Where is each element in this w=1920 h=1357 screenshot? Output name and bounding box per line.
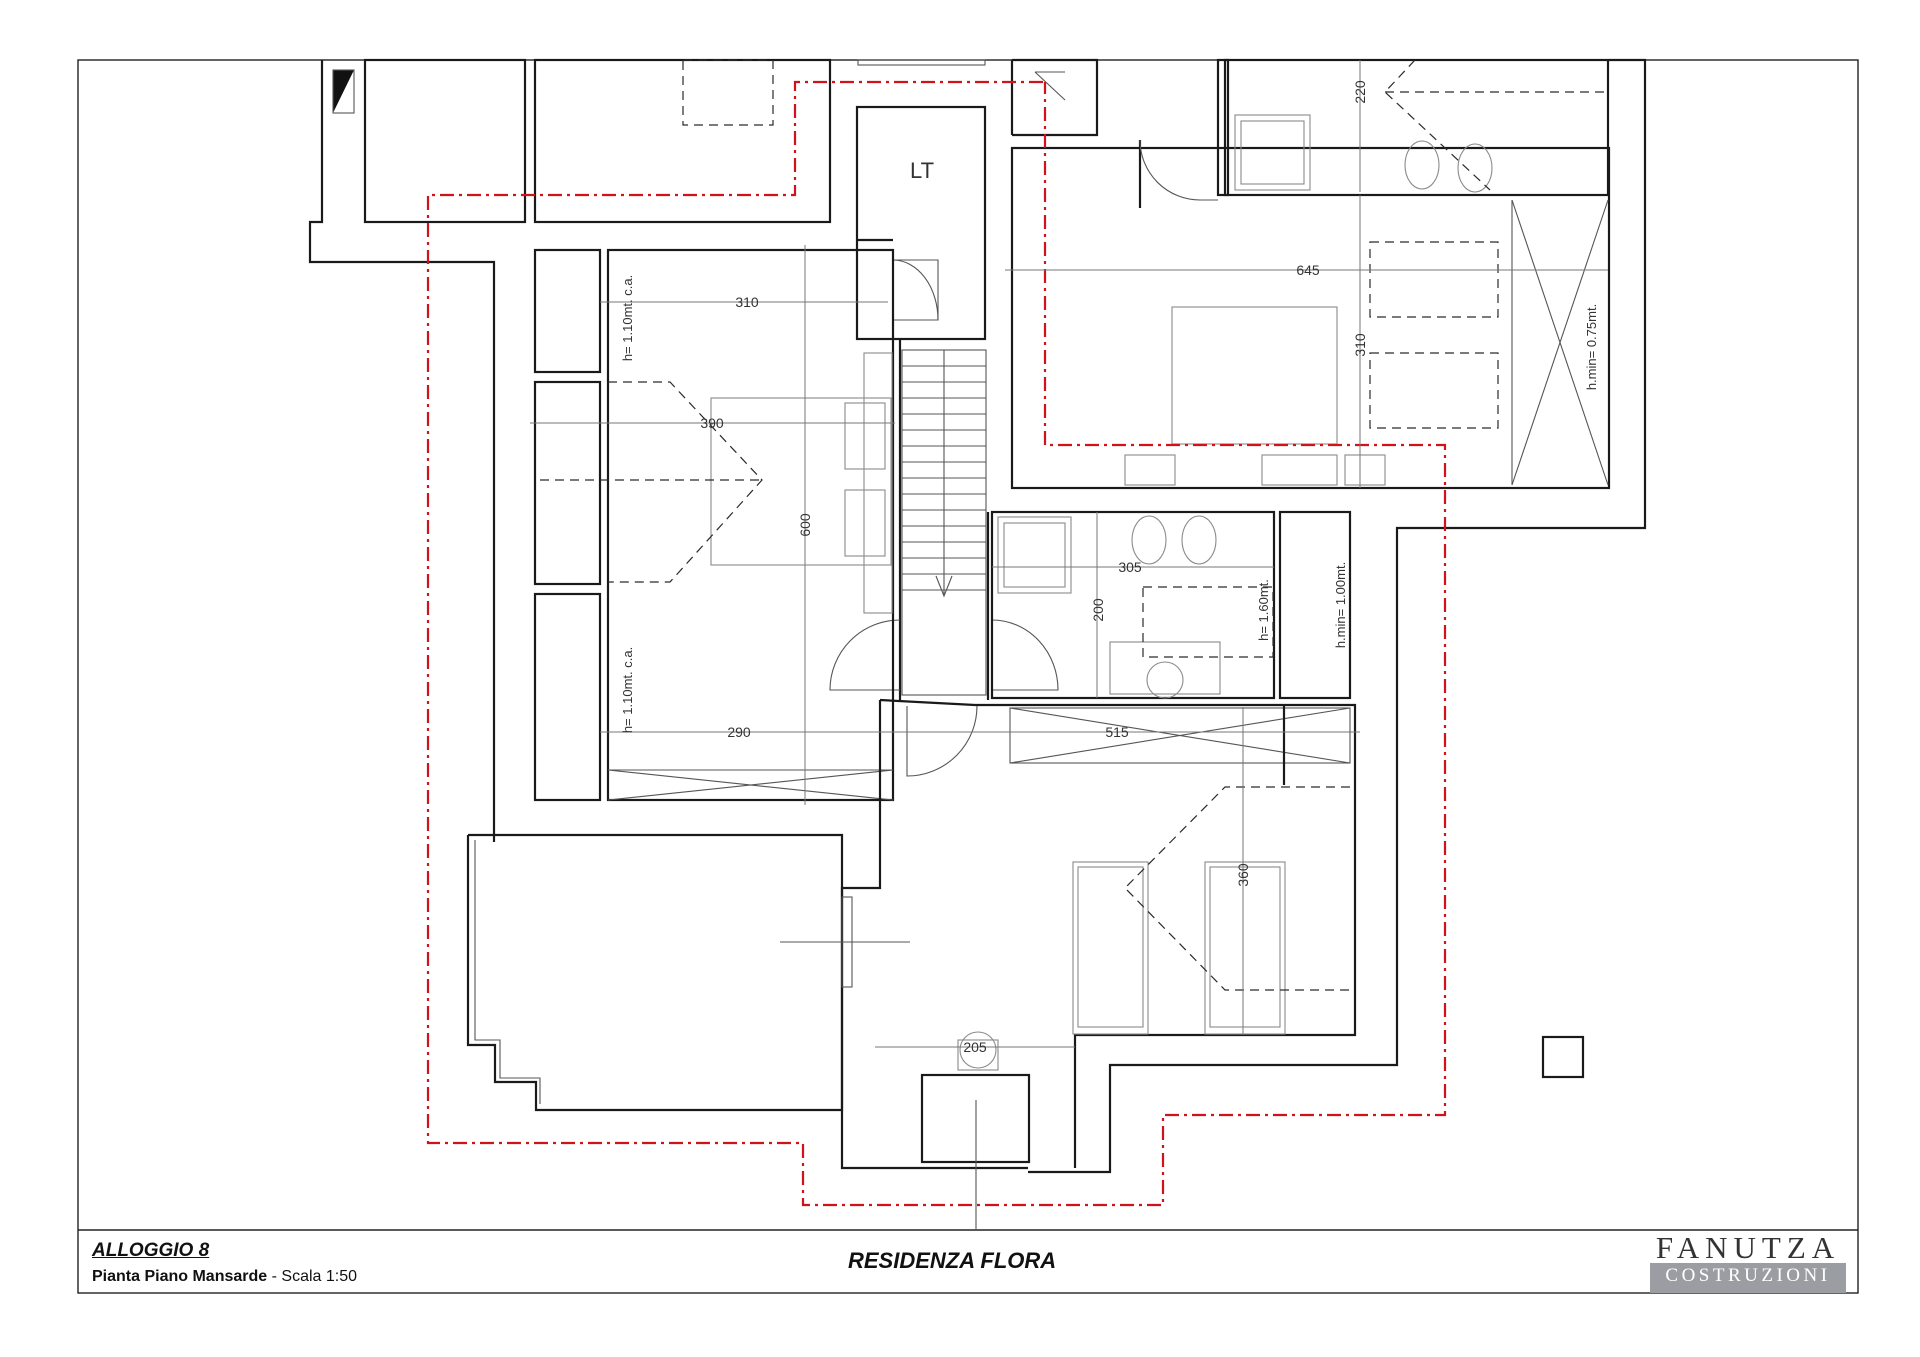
height-note-bedroom-right: h.min= 0.75mt. — [1584, 304, 1599, 390]
logo-line-1: FANUTZA — [1655, 1230, 1841, 1265]
title-block: ALLOGGIO 8 Pianta Piano Mansarde - Scala… — [78, 1233, 1858, 1293]
bathroom-upper — [1223, 58, 1610, 197]
bedroom-left — [533, 248, 895, 802]
bidet-center — [1131, 515, 1167, 565]
dim-360: 360 — [1235, 863, 1251, 887]
upper-left-walls — [308, 58, 986, 842]
dim-515: 515 — [1105, 724, 1129, 740]
wc-upper — [1457, 143, 1493, 193]
project-name: ALLOGGIO 8 — [92, 1240, 210, 1261]
sheet-frame — [77, 59, 1859, 1294]
washbasin — [1109, 641, 1221, 695]
company-logo: FANUTZA COSTRUZIONI — [1650, 1232, 1846, 1294]
subtitle-scale: - Scala 1:50 — [267, 1268, 357, 1285]
dimension-lines — [530, 60, 1608, 1048]
bed-single-2 — [1204, 861, 1286, 1035]
bathroom-center — [990, 510, 1352, 700]
shower-center — [997, 516, 1072, 594]
chimney-mark — [333, 70, 354, 113]
logo-line-2: COSTRUZIONI — [1665, 1265, 1831, 1286]
lt-and-stair — [829, 105, 1059, 700]
drawing-subtitle: Pianta Piano Mansarde - Scala 1:50 — [92, 1268, 357, 1286]
subtitle-bold: Pianta Piano Mansarde — [92, 1268, 268, 1285]
logo-band — [1650, 1263, 1846, 1293]
bedroom-right — [1010, 58, 1647, 1174]
height-note-closet: h.min= 1.00mt. — [1333, 562, 1348, 648]
shower-upper — [1234, 114, 1311, 191]
dim-200: 200 — [1090, 598, 1106, 622]
bidet-upper — [1404, 140, 1440, 190]
dim-310-top: 310 — [735, 294, 759, 310]
bed-single-1 — [1072, 861, 1149, 1035]
unit-boundary — [426, 80, 1447, 1207]
terrace — [466, 833, 1585, 1112]
dim-645: 645 — [1296, 262, 1320, 278]
lower-room — [840, 698, 1357, 1230]
dim-220: 220 — [1352, 80, 1368, 104]
height-note-lower-left: h= 1.10mt. c.a. — [620, 647, 635, 733]
bed-double-right — [1171, 306, 1338, 445]
height-note-bath: h= 1.60mt. — [1256, 579, 1271, 641]
dim-290: 290 — [727, 724, 751, 740]
wc-center — [1181, 515, 1217, 565]
dim-600: 600 — [797, 513, 813, 537]
dim-305: 305 — [1118, 559, 1142, 575]
bed-double-left — [710, 397, 892, 566]
height-note-upper-left: h= 1.10mt. c.a. — [620, 275, 635, 361]
residence-title: RESIDENZA FLORA — [848, 1248, 1057, 1273]
dim-205: 205 — [963, 1039, 987, 1055]
room-label-lt: LT — [910, 158, 934, 183]
dim-390: 390 — [700, 415, 724, 431]
dim-310-right: 310 — [1352, 333, 1368, 357]
